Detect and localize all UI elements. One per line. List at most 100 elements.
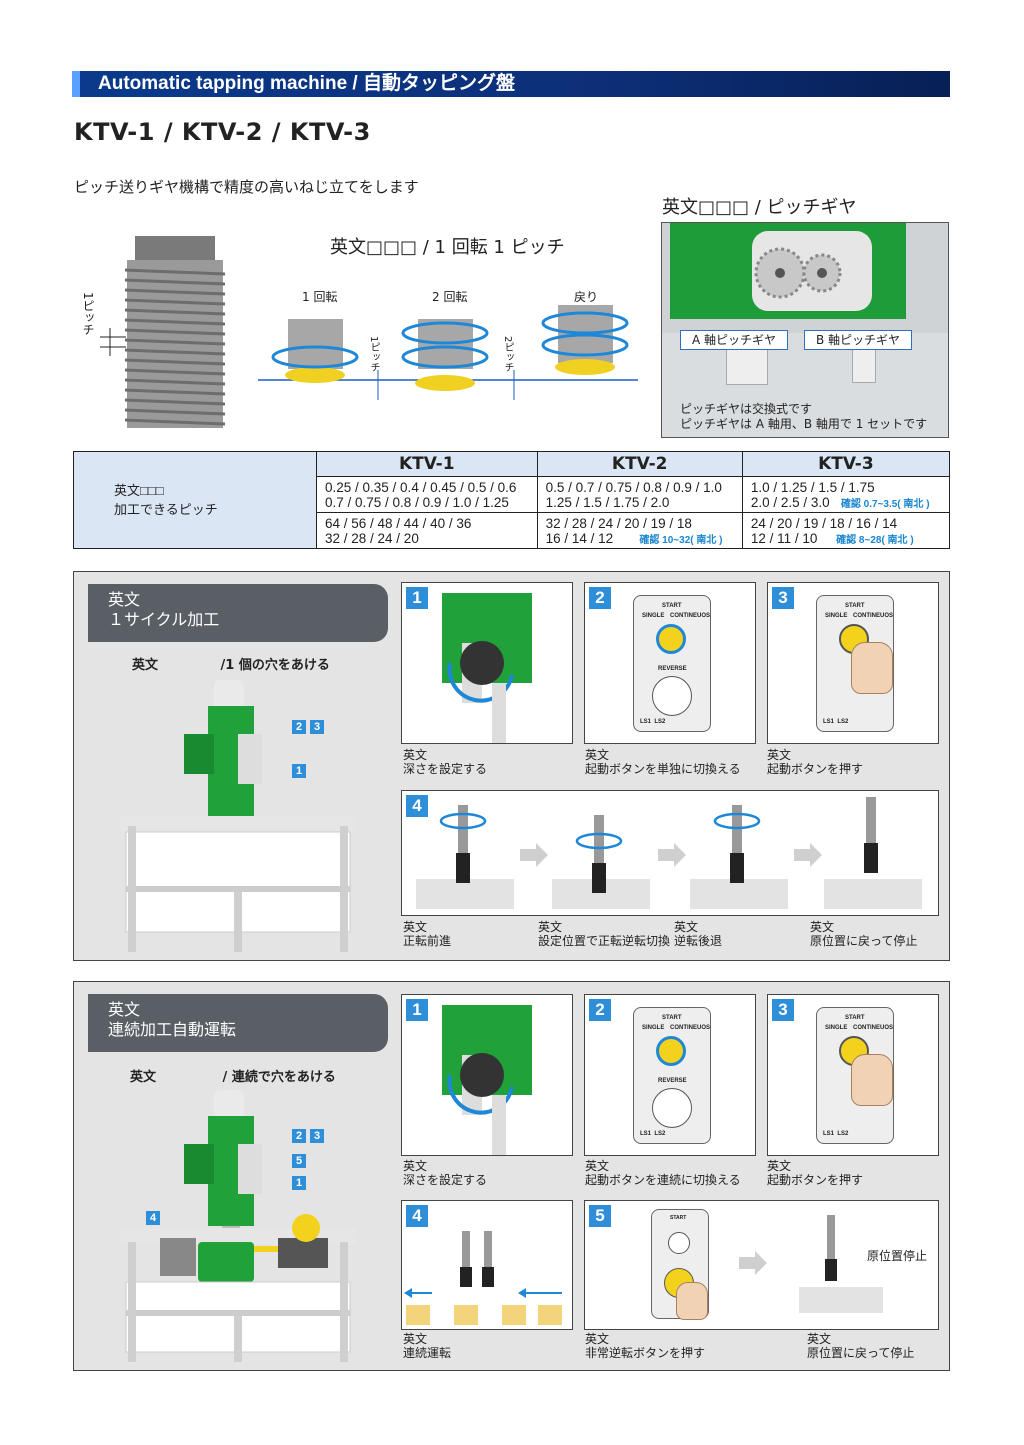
step3-caption-1: 英文 [767,1159,792,1173]
section1-heading-2: １サイクル加工 [108,610,220,629]
panel-reverse-text: REVERSE [658,1078,687,1084]
hand-icon [676,1282,708,1320]
tag-3: 3 [310,1129,324,1143]
control-panel-s2-2: START SINGLE CONTINEUOS REVERSE LS1 LS2 [633,1007,711,1144]
section2-heading-2: 連続加工自動運転 [108,1020,237,1039]
tag-2: 2 [292,720,306,734]
panel-single-text: SINGLE [642,613,665,619]
step3-number: 3 [772,587,794,609]
step4-caption-c: 英文 逆転後退 [674,920,722,948]
step4-caption-continuous: 英文 連続運転 [403,1332,451,1360]
ktv2-metric-line1: 0.5 / 0.7 / 0.75 / 0.8 / 0.9 / 1.0 [545,479,722,495]
section2-sub-b: / 連続で穴をあける [222,1070,336,1085]
step3-caption-2: 起動ボタンを押す [767,762,864,776]
ktv2-inch-line1: 32 / 28 / 24 / 20 / 19 / 18 [545,515,692,531]
panel-continuous-text: CONTINEUOS [853,613,894,619]
gear-title: 英文□□□ / ピッチギヤ [662,197,857,218]
gear-a-label: A 軸ピッチギヤ [680,330,788,350]
spec-table: 英文□□□ 加工できるピッチ KTV-1 KTV-2 KTV-3 0.25 / … [73,451,951,549]
ktv3-inch-line1: 24 / 20 / 19 / 18 / 16 / 14 [750,515,898,531]
pitch-side-label: 1ピッチ [81,292,95,336]
step4-box: 4 [401,790,939,916]
start-switch[interactable] [656,624,686,654]
step2-caption-2: 起動ボタンを連続に切換える [585,1173,741,1187]
start-switch[interactable] [656,1036,686,1066]
step4-caption-2: 連続運転 [403,1346,452,1360]
step2-number: 2 [589,999,611,1021]
step5-box-continuous: 5 START 原位置停止 [584,1200,939,1330]
step1-caption-2: 深さを設定する [403,1173,488,1187]
step3-box: 3 START SINGLE CONTINEUOS LS1 LS2 [767,582,939,744]
panel-single-text: SINGLE [642,1025,665,1031]
machine-illustration-continuous [118,1086,368,1366]
panel-reverse-text: REVERSE [658,666,687,672]
reverse-button[interactable] [652,676,692,716]
step4-caption-d-1: 英文 [810,920,835,934]
step5-caption-4: 原位置に戻って停止 [807,1346,915,1360]
step4-caption-a: 英文 正転前進 [403,920,451,948]
step2-box: 2 START SINGLE CONTINEUOS REVERSE LS1 LS… [584,582,756,744]
step4-caption-c-2: 逆転後退 [674,934,723,948]
step2-caption: 英文 起動ボタンを単独に切換える [585,748,741,776]
label-1-turn: 1 回転 [302,290,338,304]
step1-number: 1 [406,999,428,1021]
step2-box-continuous: 2 START SINGLE CONTINEUOS REVERSE LS1 LS… [584,994,756,1156]
step4-caption-c-1: 英文 [674,920,699,934]
panel-ls-text: LS1 LS2 [640,1131,666,1137]
label-return: 戻り [574,290,599,304]
panel-continuous-text: CONTINEUOS [670,613,711,619]
pitch2-label: 2ピッチ [502,336,513,373]
spec-row-label-1: 英文□□□ [114,483,164,498]
step3-caption-continuous: 英文 起動ボタンを押す [767,1159,863,1187]
spec-row-label: 英文□□□ 加工できるピッチ [73,451,317,549]
reverse-button[interactable] [652,1088,692,1128]
step4-caption-b-2: 設定位置で正転逆転切換 [538,934,671,948]
section1-sub-a: 英文 [132,658,159,673]
step5-caption-2: 非常逆転ボタンを押す [585,1346,706,1360]
panel-ls-text: LS1 LS2 [640,719,666,725]
label-2-turn: 2 回転 [432,290,468,304]
pitch1-label: 1ピッチ [368,336,379,373]
step5-caption-1: 英文 [585,1332,610,1346]
step1-caption-continuous: 英文 深さを設定する [403,1159,487,1187]
panel-single-text: SINGLE [825,1025,848,1031]
intro-text: ピッチ送りギヤ機構で精度の高いねじ立てをします [74,178,419,196]
step3-caption: 英文 起動ボタンを押す [767,748,863,776]
step4-number: 4 [406,1205,428,1227]
section2-sub-a: 英文 [130,1070,157,1085]
step1-caption-1: 英文 [403,748,428,762]
step4-caption-d-2: 原位置に戻って停止 [810,934,918,948]
header-ktv1: KTV-1 [316,451,538,477]
gear-b-label: B 軸ピッチギヤ [804,330,912,350]
step3-number: 3 [772,999,794,1021]
ktv2-inch-note: 確認 10~32( 南北 ) [639,534,723,546]
screw-illustration [70,230,260,440]
step2-caption-2: 起動ボタンを単独に切換える [585,762,741,776]
step5-caption-continuous: 英文 非常逆転ボタンを押す [585,1332,705,1360]
section2-heading-1: 英文 [108,1000,141,1019]
section-single-cycle: 英文 １サイクル加工 英文 /1 個の穴をあける 2 3 1 1 [73,571,950,961]
step3-box-continuous: 3 START SINGLE CONTINEUOS LS1 LS2 [767,994,939,1156]
header-ktv3: KTV-3 [741,451,951,477]
ktv3-inch-note: 確認 8~28( 南北 ) [836,534,914,546]
start-button[interactable] [668,1232,690,1254]
step1-box: 1 [401,582,573,744]
gear-spindle-a [726,347,768,385]
page-banner: Automatic tapping machine / 自動タッピング盤 [72,71,950,97]
section1-sub-b: /1 個の穴をあける [220,658,330,673]
step4-caption-1: 英文 [403,1332,428,1346]
section-continuous: 英文 連続加工自動運転 英文 / 連続で穴をあける 2 3 5 1 4 [73,981,950,1371]
control-panel-s1-2: START SINGLE CONTINEUOS REVERSE LS1 LS2 [633,595,711,732]
step4-caption-a-1: 英文 [403,920,428,934]
section2-subtitle: 英文 / 連続で穴をあける [130,1066,336,1085]
step4-caption-a-2: 正転前進 [403,934,452,948]
tag-4: 4 [146,1211,160,1225]
ktv1-inch-line1: 64 / 56 / 48 / 44 / 40 / 36 [325,515,472,531]
machine-illustration [118,676,368,956]
step5-caption-b-continuous: 英文 原位置に戻って停止 [807,1332,914,1360]
